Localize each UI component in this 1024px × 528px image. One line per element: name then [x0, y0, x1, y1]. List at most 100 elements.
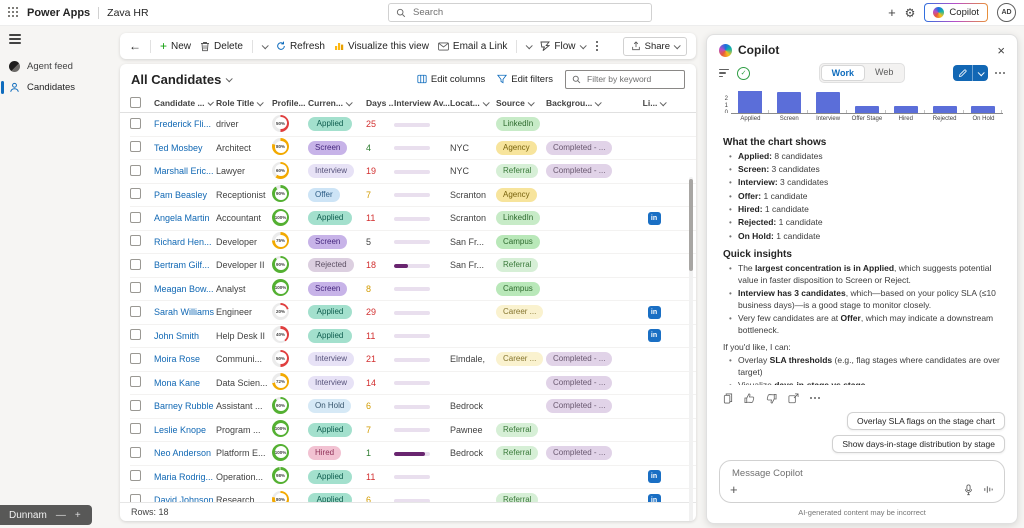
row-checkbox[interactable]: [130, 399, 141, 411]
table-row[interactable]: Sarah Williams Engineer 20% Applied 29 C…: [130, 301, 696, 325]
app-launcher-icon[interactable]: [8, 7, 19, 18]
thumbs-up-icon[interactable]: [744, 393, 755, 404]
email-link-button[interactable]: Email a Link: [438, 41, 507, 52]
back-button[interactable]: ←: [129, 39, 141, 53]
table-row[interactable]: Bertram Gilf... Developer II 90% Rejecte…: [130, 254, 696, 278]
row-checkbox[interactable]: [130, 329, 141, 341]
table-scrollbar[interactable]: [689, 177, 693, 521]
visualize-view-button[interactable]: Visualize this view: [334, 41, 429, 52]
linkedin-icon[interactable]: in: [647, 329, 661, 343]
chat-history-icon[interactable]: [719, 68, 729, 78]
delete-dropdown-chevron[interactable]: [261, 41, 269, 49]
delete-button[interactable]: Delete: [200, 41, 243, 52]
candidate-link[interactable]: Bertram Gilf...: [154, 260, 210, 271]
candidate-link[interactable]: Neo Anderson: [154, 448, 212, 459]
column-header[interactable]: Days ...: [366, 98, 394, 108]
table-row[interactable]: Moira Rose Communi... 50% Interview 21 E…: [130, 348, 696, 372]
export-icon[interactable]: [788, 393, 799, 404]
microphone-icon[interactable]: [964, 483, 973, 496]
table-row[interactable]: Angela Martin Accountant 100% Applied 11…: [130, 207, 696, 231]
candidate-link[interactable]: Moira Rose: [154, 354, 201, 365]
linkedin-icon[interactable]: in: [647, 470, 661, 484]
row-checkbox[interactable]: [130, 493, 141, 502]
column-header[interactable]: Backgrou...: [546, 98, 616, 108]
suggestion-chip[interactable]: Overlay SLA flags on the stage chart: [847, 411, 1005, 430]
row-checkbox[interactable]: [130, 141, 141, 153]
edit-filters-button[interactable]: Edit filters: [497, 74, 553, 85]
linkedin-icon[interactable]: in: [647, 211, 661, 225]
attach-plus-icon[interactable]: +: [730, 482, 738, 497]
candidate-link[interactable]: Barney Rubble: [154, 401, 214, 412]
column-header[interactable]: Interview Av...: [394, 98, 450, 108]
more-horizontal-icon[interactable]: [810, 397, 820, 400]
candidate-link[interactable]: Leslie Knope: [154, 424, 207, 435]
candidate-link[interactable]: John Smith: [154, 330, 200, 341]
edit-columns-button[interactable]: Edit columns: [417, 74, 485, 85]
row-checkbox[interactable]: [130, 352, 141, 364]
share-button[interactable]: Share: [622, 36, 687, 56]
candidate-link[interactable]: Richard Hen...: [154, 236, 212, 247]
avatar[interactable]: AD: [997, 3, 1016, 22]
refresh-button[interactable]: Refresh: [276, 41, 325, 52]
copy-icon[interactable]: [723, 393, 733, 404]
column-header[interactable]: Profile...: [272, 98, 308, 108]
column-header[interactable]: Curren...: [308, 98, 366, 108]
row-checkbox[interactable]: [130, 164, 141, 176]
table-row[interactable]: Frederick Fli... driver 50% Applied 25 L…: [130, 113, 696, 137]
new-chat-chevron[interactable]: [972, 65, 988, 81]
view-title[interactable]: All Candidates: [131, 71, 222, 87]
linkedin-icon[interactable]: in: [647, 493, 661, 502]
row-checkbox[interactable]: [130, 282, 141, 294]
candidate-link[interactable]: Ted Mosbey: [154, 142, 203, 153]
table-row[interactable]: David Johnson Research ... 80% Applied 6…: [130, 489, 696, 502]
row-checkbox[interactable]: [130, 117, 141, 129]
table-row[interactable]: Maria Rodrig... Operation... 98% Applied…: [130, 466, 696, 489]
candidate-link[interactable]: David Johnson: [154, 495, 214, 502]
environment-name[interactable]: Zava HR: [107, 6, 149, 19]
table-row[interactable]: Barney Rubble Assistant ... 90% On Hold …: [130, 395, 696, 419]
table-row[interactable]: Richard Hen... Developer 75% Screen 5 Sa…: [130, 231, 696, 254]
column-header[interactable]: Li...: [616, 98, 696, 108]
table-row[interactable]: Mona Kane Data Scien... 72% Interview 14…: [130, 372, 696, 395]
copilot-composer[interactable]: +: [719, 459, 1005, 503]
zoom-out-button[interactable]: —: [55, 509, 66, 521]
hamburger-menu-icon[interactable]: [9, 34, 21, 44]
table-row[interactable]: Ted Mosbey Architect 80% Screen 4 NYC Ag…: [130, 137, 696, 160]
add-icon[interactable]: +: [888, 5, 896, 20]
app-name[interactable]: Power Apps: [27, 6, 91, 19]
new-button[interactable]: + New: [160, 39, 192, 53]
linkedin-icon[interactable]: in: [647, 305, 661, 319]
row-checkbox[interactable]: [130, 188, 141, 200]
keyword-filter-input[interactable]: [585, 73, 678, 85]
more-options-icon[interactable]: [995, 72, 1005, 74]
new-chat-button[interactable]: [953, 65, 988, 81]
candidate-link[interactable]: Meagan Bow...: [154, 283, 214, 294]
row-checkbox[interactable]: [130, 376, 141, 388]
zoom-in-button[interactable]: +: [74, 509, 81, 521]
row-checkbox[interactable]: [130, 211, 141, 223]
gear-icon[interactable]: ⚙: [904, 5, 916, 20]
toggle-work[interactable]: Work: [820, 65, 865, 81]
candidate-link[interactable]: Maria Rodrig...: [154, 471, 214, 482]
view-selector-chevron[interactable]: [225, 74, 234, 82]
suggestion-chip[interactable]: Show days-in-stage distribution by stage: [832, 434, 1005, 453]
column-header[interactable]: Candidate ...: [154, 98, 216, 108]
candidate-link[interactable]: Frederick Fli...: [154, 119, 212, 130]
select-all-checkbox[interactable]: [130, 96, 141, 108]
candidate-link[interactable]: Sarah Williams: [154, 307, 215, 318]
row-checkbox[interactable]: [130, 305, 141, 317]
global-search-input[interactable]: [411, 6, 644, 19]
row-checkbox[interactable]: [130, 446, 141, 458]
flow-button[interactable]: Flow: [540, 41, 587, 52]
scrollbar-thumb[interactable]: [689, 179, 693, 271]
row-checkbox[interactable]: [130, 470, 141, 482]
row-checkbox[interactable]: [130, 235, 141, 247]
voice-mode-icon[interactable]: [983, 484, 994, 495]
table-row[interactable]: Neo Anderson Platform E... 100% Hired 1 …: [130, 442, 696, 466]
column-header[interactable]: Source: [496, 98, 546, 108]
more-commands-icon[interactable]: [594, 41, 600, 51]
thumbs-down-icon[interactable]: [766, 393, 777, 404]
column-header[interactable]: Locat...: [450, 98, 496, 108]
sidebar-item-agent-feed[interactable]: Agent feed: [0, 56, 115, 77]
candidate-link[interactable]: Angela Martin: [154, 213, 210, 224]
